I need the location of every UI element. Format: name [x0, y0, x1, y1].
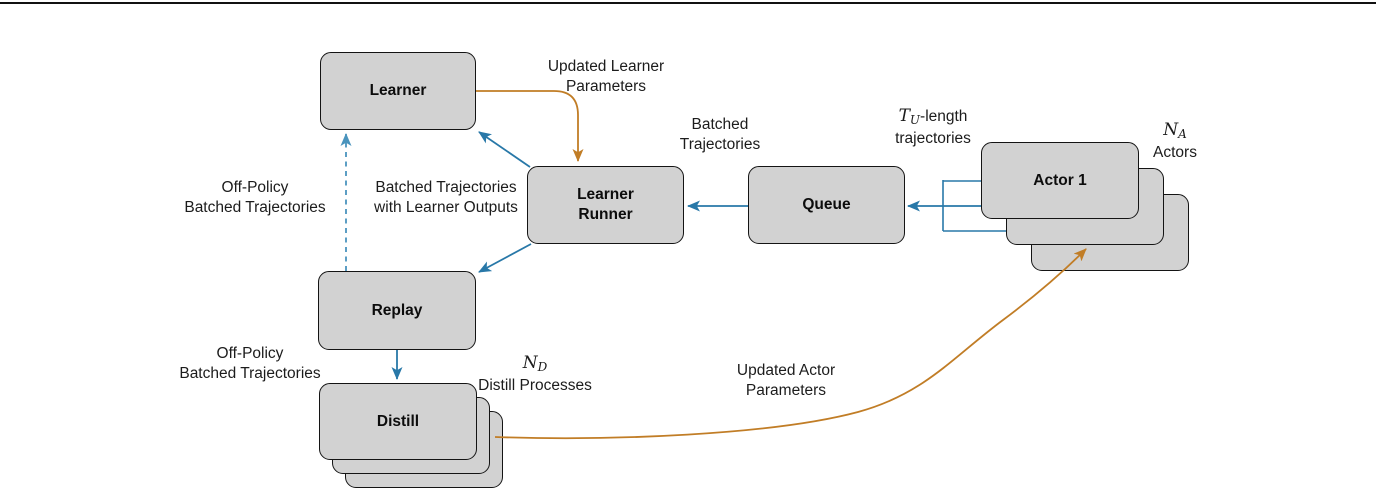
label-tu-length-trajectories: TU-length trajectories	[895, 106, 971, 147]
arrow-runner-to-learner	[478, 131, 531, 168]
node-learner-label: Learner	[369, 82, 427, 99]
label-nd-distill-processes: ND Distill Processes	[478, 353, 592, 394]
arrow-updated-actor-parameters	[494, 248, 1087, 440]
node-actor-1: Actor 1	[981, 142, 1139, 219]
node-distill: Distill	[319, 383, 477, 460]
label-off-policy-top: Off-Policy Batched Trajectories	[184, 179, 326, 216]
node-learner-runner: Learner Runner	[527, 166, 684, 244]
node-learner-runner-label-line1: Learner	[577, 186, 634, 203]
label-batched-with-learner-outputs: Batched Trajectories with Learner Output…	[374, 179, 518, 216]
node-replay-label: Replay	[371, 301, 423, 319]
math-symbol-ND: ND	[522, 353, 548, 374]
node-queue: Queue	[748, 166, 905, 244]
node-queue-label: Queue	[802, 196, 851, 213]
node-learner: Learner	[320, 52, 476, 130]
node-replay: Replay	[318, 271, 476, 350]
figure-top-rule	[0, 2, 1376, 5]
label-off-policy-bottom: Off-Policy Batched Trajectories	[179, 345, 321, 382]
node-actor-label: Actor 1	[1033, 171, 1087, 189]
arrow-runner-to-replay	[478, 243, 532, 273]
label-updated-learner-parameters: Updated Learner Parameters	[547, 58, 665, 95]
label-batched-trajectories: Batched Trajectories	[679, 116, 761, 153]
arrow-updated-learner-parameters	[476, 90, 584, 162]
math-symbol-TU: TU	[898, 106, 921, 127]
node-distill-label: Distill	[376, 412, 420, 430]
node-learner-runner-label-line2: Runner	[578, 206, 633, 223]
label-updated-actor-parameters: Updated Actor Parameters	[736, 362, 836, 399]
math-symbol-NA: NA	[1163, 120, 1187, 141]
label-na-actors: NA Actors	[1153, 120, 1197, 161]
